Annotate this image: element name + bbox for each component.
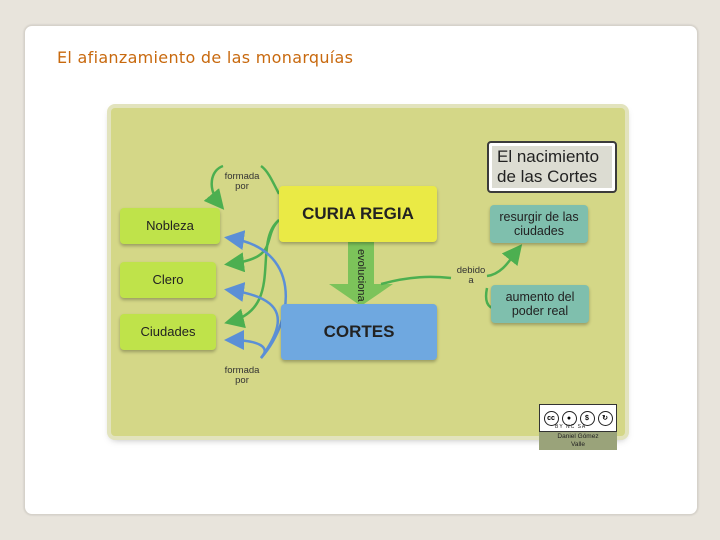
node-ciudades: Ciudades xyxy=(120,314,216,350)
node-clero: Clero xyxy=(120,262,216,298)
by-icon: ● xyxy=(561,410,577,426)
edge-curia-formada xyxy=(260,164,281,195)
map-title: El nacimiento de las Cortes xyxy=(487,141,617,193)
edge-debido-resurgir xyxy=(486,244,523,278)
cc-author-line1: Daniel Gómez xyxy=(557,433,599,440)
concept-map: El nacimiento de las Cortes Nobleza Cler… xyxy=(111,108,625,450)
concept-map-edges xyxy=(203,164,523,359)
slide-title: El afianzamiento de las monarquías xyxy=(57,48,354,67)
label-formada-top-1: formada xyxy=(224,171,260,182)
label-evoluciona: evoluciona xyxy=(355,248,367,302)
edge-evoluciona-arrow xyxy=(329,240,393,306)
node-cortes: CORTES xyxy=(281,304,437,360)
slide: El afianzamiento de las monarquías xyxy=(24,25,698,515)
label-formada-top-2: por xyxy=(235,181,249,193)
node-nobleza: Nobleza xyxy=(120,208,220,244)
sa-icon: ↻ xyxy=(597,410,613,426)
edge-cortes-ciudades xyxy=(224,330,266,359)
cc-author-line2: Valle xyxy=(571,441,585,448)
node-aumento-line2: poder real xyxy=(511,304,569,318)
label-debido-a-1: debido xyxy=(456,265,486,276)
cc-badge: cc ● $ ↻ xyxy=(539,404,617,432)
node-aumento-line1: aumento del xyxy=(505,289,575,304)
node-aumento: aumento del poder real xyxy=(491,285,589,323)
cc-license: cc ● $ ↻ BY NC SA Daniel Gómez Valle xyxy=(539,404,617,450)
node-resurgir-line1: resurgir de las xyxy=(499,209,579,224)
cc-author: Daniel Gómez Valle xyxy=(539,432,617,450)
node-curia-regia: CURIA REGIA xyxy=(279,186,437,242)
edge-curia-ciudades xyxy=(224,219,280,329)
label-formada-por-bottom: formada por xyxy=(217,365,267,387)
label-formada-bottom-1: formada xyxy=(224,365,260,376)
node-resurgir-line2: ciudades xyxy=(513,224,565,238)
label-formada-bottom-2: por xyxy=(235,375,249,387)
edge-cortes-clero xyxy=(224,282,280,359)
cc-icon: cc xyxy=(543,410,559,426)
edge-curia-debido xyxy=(380,275,452,286)
label-debido-a-2: a xyxy=(468,275,474,287)
node-resurgir: resurgir de las ciudades xyxy=(490,205,588,243)
map-title-line1: El nacimiento xyxy=(497,147,600,166)
cc-terms: BY NC SA xyxy=(555,424,587,430)
label-debido-a: debido a xyxy=(453,265,489,287)
nc-icon: $ xyxy=(579,410,595,426)
edge-formada-nobleza xyxy=(203,164,225,210)
map-title-line2: de las Cortes xyxy=(497,167,598,186)
label-formada-por-top: formada por xyxy=(217,171,267,193)
